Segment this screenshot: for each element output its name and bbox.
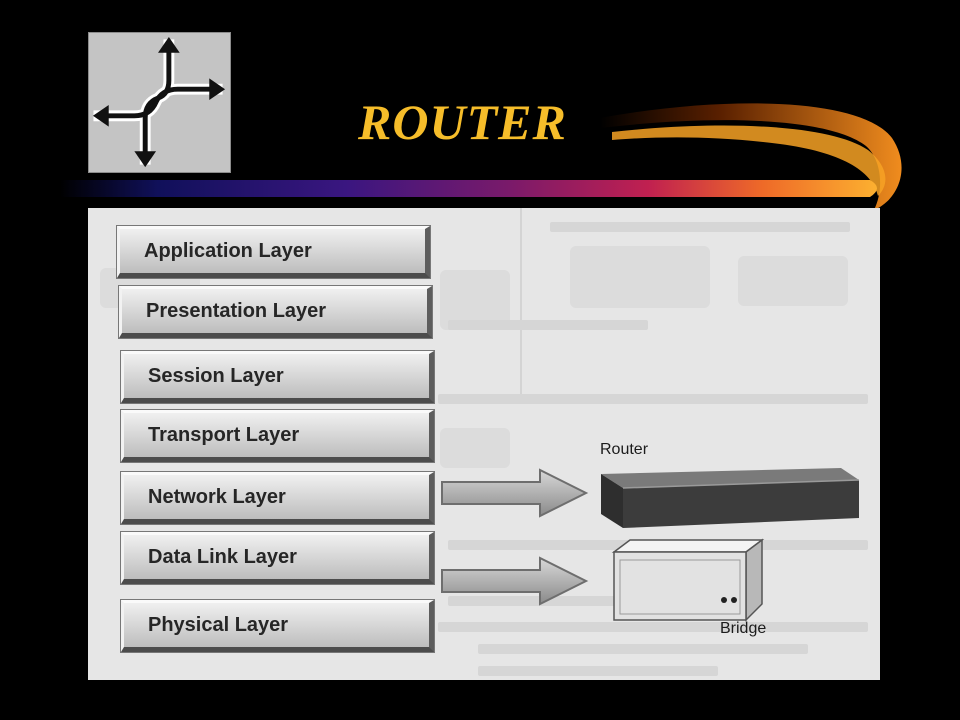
- network-to-router-arrow: [441, 468, 589, 518]
- page-title: ROUTER: [358, 94, 567, 150]
- background-figure: [570, 246, 710, 308]
- layer-label: Physical Layer: [148, 613, 289, 636]
- background-text: [448, 320, 648, 330]
- background-text: [448, 596, 628, 606]
- network-layer: Network Layer: [121, 472, 434, 524]
- data-link-layer: Data Link Layer: [121, 532, 434, 584]
- router-device-icon: [601, 468, 860, 528]
- layer-label: Session Layer: [148, 364, 284, 387]
- bridge-label: Bridge: [720, 620, 767, 637]
- background-text: [478, 644, 808, 654]
- router-label: Router: [600, 441, 649, 458]
- layer-label: Presentation Layer: [146, 299, 327, 322]
- application-layer: Application Layer: [117, 226, 430, 278]
- presentation-layer: Presentation Layer: [119, 286, 432, 338]
- background-text: [438, 394, 868, 404]
- background-text: [478, 666, 718, 676]
- session-layer: Session Layer: [121, 351, 434, 403]
- layer-label: Transport Layer: [148, 423, 300, 446]
- layer-label: Application Layer: [144, 239, 312, 262]
- physical-layer: Physical Layer: [121, 600, 434, 652]
- datalink-to-bridge-arrow: [441, 556, 589, 606]
- bridge-device-icon: [611, 538, 765, 622]
- background-text: [550, 222, 850, 232]
- osi-diagram-panel: Application Layer Presentation Layer Ses…: [88, 208, 880, 680]
- layer-label: Data Link Layer: [148, 545, 297, 568]
- decorative-swoosh: [60, 103, 902, 210]
- transport-layer: Transport Layer: [121, 410, 434, 462]
- background-divider: [520, 208, 522, 398]
- crossroad-arrows-icon: [88, 32, 231, 173]
- layer-label: Network Layer: [148, 485, 286, 508]
- background-text: [438, 622, 868, 632]
- background-figure: [738, 256, 848, 306]
- background-figure: [440, 428, 510, 468]
